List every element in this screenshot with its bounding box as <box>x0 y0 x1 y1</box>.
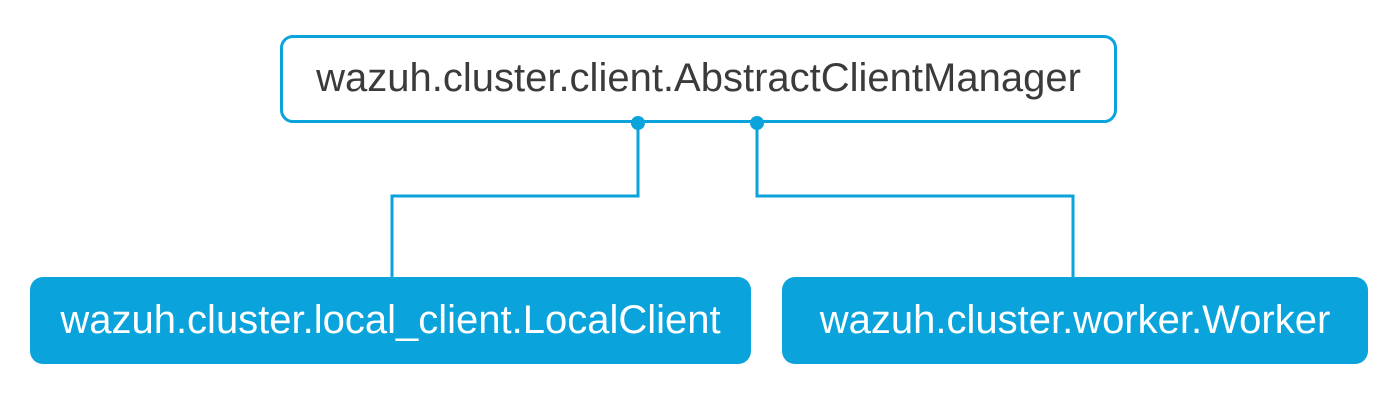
node-local-client-label: wazuh.cluster.local_client.LocalClient <box>60 297 721 342</box>
node-abstract-client-manager[interactable]: wazuh.cluster.client.AbstractClientManag… <box>280 35 1117 123</box>
edge-parent-to-worker <box>755 123 1075 278</box>
node-abstract-client-manager-label: wazuh.cluster.client.AbstractClientManag… <box>316 56 1081 100</box>
edge-parent-to-local-client <box>390 123 640 278</box>
node-local-client[interactable]: wazuh.cluster.local_client.LocalClient <box>30 277 751 364</box>
node-worker-label: wazuh.cluster.worker.Worker <box>819 297 1331 342</box>
node-worker[interactable]: wazuh.cluster.worker.Worker <box>782 277 1368 364</box>
